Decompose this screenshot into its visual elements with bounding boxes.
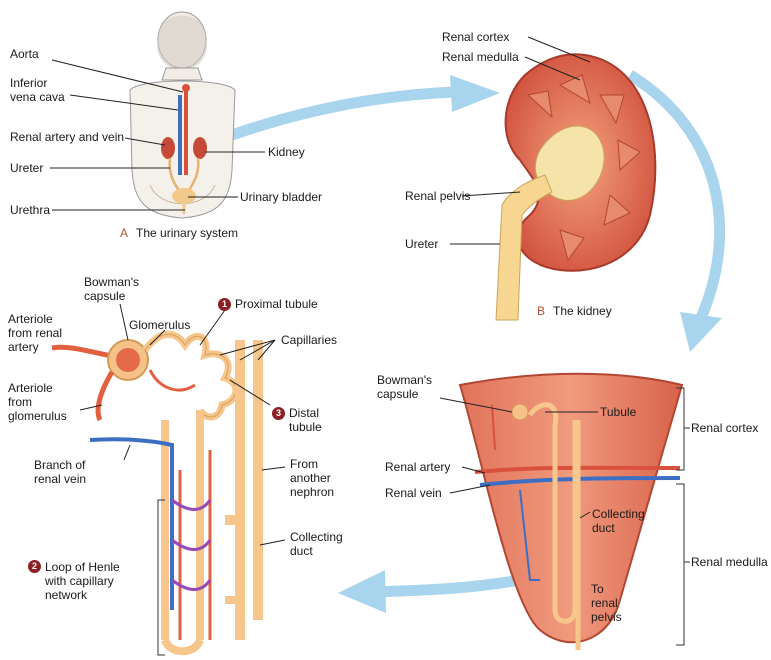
- label-urethra: Urethra: [10, 203, 50, 217]
- caption-text-a: The urinary system: [136, 226, 238, 240]
- label-glomerulus: Glomerulus: [129, 318, 190, 332]
- label-aorta: Aorta: [10, 47, 39, 61]
- label-capillaries: Capillaries: [281, 333, 337, 347]
- label-renal-medulla-b: Renal medulla: [442, 50, 519, 64]
- label-ureter-a: Ureter: [10, 161, 43, 175]
- label-renal-vein: Renal vein: [385, 486, 442, 500]
- label-from-another-nephron: From another nephron: [290, 457, 334, 499]
- label-loop-of-henle: 2 Loop of Henle with capillary network: [28, 560, 120, 602]
- nephron-detail: [52, 334, 258, 651]
- label-tubule: Tubule: [600, 405, 636, 419]
- caption-kidney: B The kidney: [537, 304, 612, 318]
- label-renal-cortex-section: Renal cortex: [691, 421, 758, 435]
- caption-letter-a: A: [120, 226, 128, 240]
- flow-arrow-section-to-nephron: [338, 570, 520, 613]
- step-badge-2: 2: [28, 560, 41, 573]
- label-renal-artery: Renal artery: [385, 460, 450, 474]
- label-arteriole-from-glomerulus: Arteriole from glomerulus: [8, 381, 67, 423]
- flow-arrow-a-to-b: [218, 75, 500, 140]
- step-badge-1: 1: [218, 298, 231, 311]
- step-badge-3: 3: [272, 407, 285, 420]
- body-figure: [130, 12, 235, 218]
- label-kidney: Kidney: [268, 145, 305, 159]
- label-arteriole-from-renal-artery: Arteriole from renal artery: [8, 312, 62, 354]
- label-to-renal-pelvis: To renal pelvis: [591, 582, 622, 624]
- label-renal-cortex-b: Renal cortex: [442, 30, 509, 44]
- label-collecting-duct-section: Collecting duct: [592, 507, 645, 535]
- label-urinary-bladder: Urinary bladder: [240, 190, 322, 204]
- caption-text-b: The kidney: [553, 304, 612, 318]
- label-renal-medulla-section: Renal medulla: [691, 555, 768, 569]
- label-distal-tubule: 3 Distal tubule: [272, 406, 322, 434]
- label-bowmans-capsule: Bowman's capsule: [84, 275, 139, 303]
- caption-urinary-system: A The urinary system: [120, 226, 238, 240]
- label-distal-tubule-text: Distal tubule: [289, 406, 322, 434]
- label-branch-of-renal-vein: Branch of renal vein: [34, 458, 86, 486]
- label-proximal-tubule-text: Proximal tubule: [235, 297, 318, 311]
- label-proximal-tubule: 1 Proximal tubule: [218, 297, 318, 311]
- label-inferior-vena-cava: Inferior vena cava: [10, 76, 65, 104]
- caption-letter-b: B: [537, 304, 545, 318]
- label-ureter-b: Ureter: [405, 237, 438, 251]
- label-bowmans-capsule-section: Bowman's capsule: [377, 373, 432, 401]
- label-collecting-duct-nephron: Collecting duct: [290, 530, 343, 558]
- label-renal-pelvis-b: Renal pelvis: [405, 189, 470, 203]
- kidney-cross-section: [496, 54, 655, 320]
- label-renal-artery-and-vein: Renal artery and vein: [10, 130, 124, 144]
- label-loop-of-henle-text: Loop of Henle with capillary network: [45, 560, 120, 602]
- tissue-section: [460, 374, 682, 650]
